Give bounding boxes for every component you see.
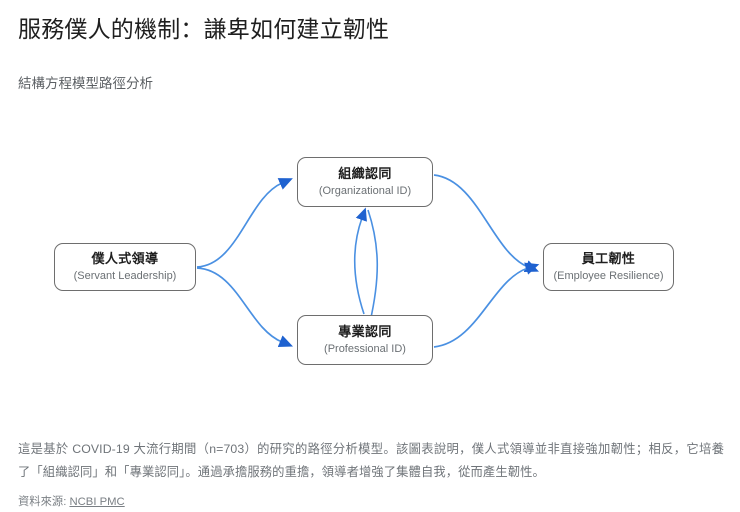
node-servant-leadership-subtitle: (Servant Leadership) — [73, 270, 177, 282]
diagram-caption: 這是基於 COVID-19 大流行期間（n=703）的研究的路徑分析模型。該圖表… — [18, 442, 724, 479]
node-servant-leadership[interactable]: 僕人式領導 (Servant Leadership) — [54, 243, 196, 291]
path-analysis-diagram: 僕人式領導 (Servant Leadership) 組織認同 (Organiz… — [0, 128, 740, 410]
node-professional-id-title: 專業認同 — [338, 324, 392, 339]
node-employee-resilience-subtitle: (Employee Resilience) — [553, 270, 664, 282]
edge-orgid-to-resilience — [433, 174, 539, 273]
node-servant-leadership-title: 僕人式領導 — [91, 251, 159, 266]
node-employee-resilience[interactable]: 員工韌性 (Employee Resilience) — [543, 243, 674, 291]
edge-servant-to-orgid — [196, 178, 293, 268]
edge-correlation-up — [353, 207, 367, 315]
header: 服務僕人的機制：謙卑如何建立韌性 結構方程模型路徑分析 — [18, 14, 718, 91]
node-professional-id-subtitle: (Professional ID) — [324, 343, 406, 355]
source-link[interactable]: NCBI PMC — [69, 496, 125, 508]
node-organizational-id-subtitle: (Organizational ID) — [318, 185, 412, 197]
edge-correlation-down — [364, 209, 379, 333]
page-subtitle: 結構方程模型路徑分析 — [18, 76, 153, 91]
edge-servant-to-profid — [196, 267, 293, 348]
source-line: 資料來源: NCBI PMC — [18, 494, 125, 510]
node-employee-resilience-title: 員工韌性 — [581, 251, 636, 266]
node-professional-id[interactable]: 專業認同 (Professional ID) — [297, 315, 433, 365]
node-organizational-id[interactable]: 組織認同 (Organizational ID) — [297, 157, 433, 207]
node-organizational-id-title: 組織認同 — [338, 166, 392, 181]
edge-profid-to-resilience — [433, 262, 540, 348]
source-label: 資料來源: — [18, 496, 67, 508]
page-title: 服務僕人的機制：謙卑如何建立韌性 — [18, 16, 390, 42]
diagram-edges-svg — [196, 174, 540, 348]
